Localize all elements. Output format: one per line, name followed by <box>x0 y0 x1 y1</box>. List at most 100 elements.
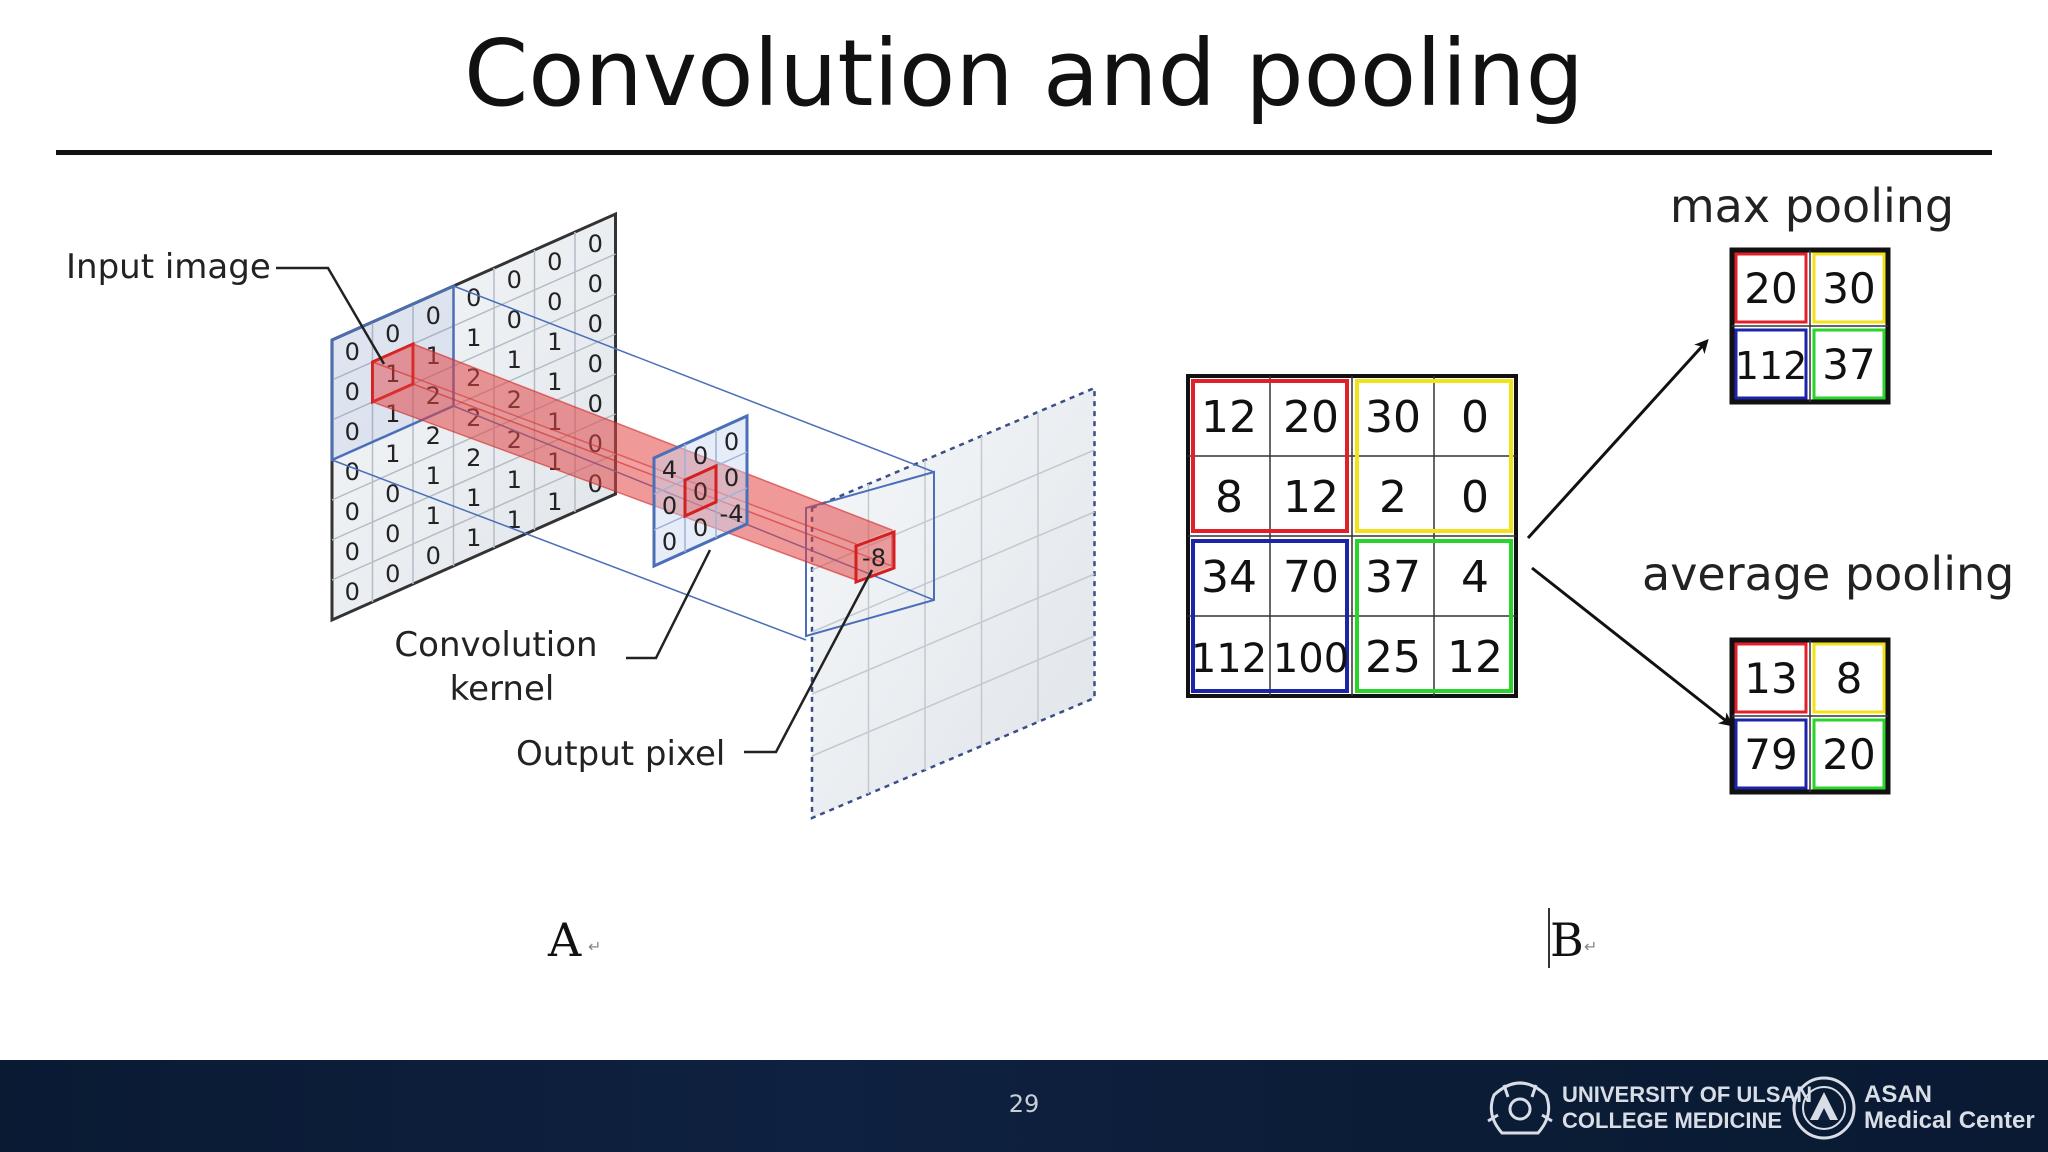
input-cell-value: 1 <box>426 342 441 370</box>
pooling-cell-value: 12 <box>1447 632 1503 683</box>
output-plane-border <box>810 386 1096 820</box>
result-cell-outline <box>1812 252 1886 324</box>
pooling-cell-value: 12 <box>1201 392 1257 443</box>
slide-title: Convolution and pooling <box>463 20 1585 127</box>
kernel-leader <box>626 549 712 660</box>
university-line1: UNIVERSITY OF ULSAN <box>1562 1082 1813 1107</box>
result-cell-value: 112 <box>1735 344 1808 388</box>
pooling-quadrant-top-left <box>1191 379 1349 533</box>
input-cell-value: 1 <box>426 502 441 530</box>
input-cell-value: 1 <box>385 400 400 428</box>
pooling-cell-value: 112 <box>1191 636 1267 682</box>
input-cell-value: 0 <box>588 270 603 298</box>
pooling-quadrant-bottom-left <box>1191 539 1349 693</box>
input-cell-value: 2 <box>507 386 522 414</box>
page-number: 29 <box>1008 1090 1040 1118</box>
input-cell-value: 0 <box>345 578 360 606</box>
projection-line <box>453 405 935 601</box>
input-cell-value: 0 <box>345 418 360 446</box>
panel-a-convolution: 0000000011100001221100122210001221000111… <box>66 211 1096 967</box>
average-pooling-label: average pooling <box>1642 547 2014 601</box>
university-logo-text: UNIVERSITY OF ULSAN COLLEGE MEDICINE <box>1562 1082 1812 1134</box>
input-cell-value: 1 <box>507 466 522 494</box>
output-grid-line <box>811 449 1095 571</box>
pooling-cell-value: 8 <box>1215 472 1243 523</box>
output-feature-map <box>810 386 1096 820</box>
input-image-leader <box>276 266 386 365</box>
panel-a-label: A <box>547 913 582 967</box>
input-cell-value: 0 <box>426 302 441 330</box>
beam-bottom <box>372 384 892 580</box>
kernel-cell-value: 0 <box>724 464 739 492</box>
asan-logo-text: ASAN Medical Center <box>1864 1082 2035 1134</box>
input-cell-value: 0 <box>547 288 562 316</box>
asan-emblem-icon <box>1792 1076 1856 1140</box>
input-cell-value: 0 <box>466 284 481 312</box>
result-cell-value: 20 <box>1822 730 1875 779</box>
pooling-cell-value: 30 <box>1365 392 1421 443</box>
pooling-cell-value: 34 <box>1201 552 1257 603</box>
pooling-quadrant-top-right <box>1355 379 1513 533</box>
max-pooling-arrow <box>1526 339 1709 540</box>
result-cell-outline <box>1812 328 1886 400</box>
projection-lines <box>331 285 935 641</box>
input-cell-value: 0 <box>385 560 400 588</box>
input-grid-line <box>331 453 616 581</box>
output-pixel-value: -8 <box>862 544 886 572</box>
convolution-pooling-diagram: 0000000011100001221100122210001221000111… <box>66 179 2014 968</box>
input-cell-value: 2 <box>466 444 481 472</box>
kernel-cell-value: 0 <box>693 442 708 470</box>
input-cell-value: 0 <box>507 266 522 294</box>
result-cell-value: 79 <box>1744 730 1797 779</box>
input-cell-value: 0 <box>345 498 360 526</box>
input-cell-value: 2 <box>466 364 481 392</box>
result-cell-outline <box>1734 328 1808 400</box>
kernel-label-line2: kernel <box>450 669 555 709</box>
result-cell-outline <box>1812 718 1886 790</box>
output-pixel-leader <box>744 569 874 754</box>
input-image-label: Input image <box>66 247 271 287</box>
pooling-cell-value: 100 <box>1273 636 1349 682</box>
receptive-field-beam <box>371 342 893 582</box>
output-pixel-cell <box>854 529 896 585</box>
input-cell-value: 0 <box>507 306 522 334</box>
kernel-cell-value: 0 <box>693 514 708 542</box>
kernel-cell-value: 0 <box>693 478 708 506</box>
beam-side <box>412 342 893 568</box>
panel-a-label-mark: ↵ <box>588 937 601 956</box>
panel-b-label-mark: ↵ <box>1584 937 1597 956</box>
result-cell-outline <box>1734 252 1808 324</box>
result-cell-value: 8 <box>1836 654 1863 703</box>
input-cell-value: 0 <box>345 338 360 366</box>
input-cell-value: 0 <box>345 538 360 566</box>
title-divider <box>56 150 1992 155</box>
input-cell-value: 0 <box>588 230 603 258</box>
kernel-center-cell <box>683 463 718 519</box>
output-grid-line <box>811 573 1095 695</box>
pooling-cell-value: 0 <box>1461 392 1489 443</box>
input-cell-value: 1 <box>547 328 562 356</box>
input-cell-value: 2 <box>507 426 522 454</box>
kernel-cell-value: 0 <box>724 428 739 456</box>
input-cell-value: 0 <box>547 248 562 276</box>
kernel-cell-value: 0 <box>662 492 677 520</box>
max-pooling-label: max pooling <box>1670 179 1954 233</box>
asan-line1: ASAN <box>1864 1081 1933 1108</box>
input-cell-value: 0 <box>426 542 441 570</box>
input-cell-value: 1 <box>466 484 481 512</box>
output-grid-line <box>811 511 1095 633</box>
result-cell-value: 20 <box>1744 264 1797 313</box>
result-cell-outline <box>1812 642 1886 714</box>
input-cell-value: 2 <box>426 422 441 450</box>
input-cell-value: 1 <box>547 488 562 516</box>
result-cell-value: 37 <box>1822 340 1875 389</box>
input-cell-value: 2 <box>426 382 441 410</box>
input-cell-value: 0 <box>588 390 603 418</box>
pooling-cell-value: 20 <box>1283 392 1339 443</box>
output-pixel-label: Output pixel <box>516 734 725 774</box>
input-plane-border <box>330 211 617 623</box>
projection-frame <box>805 470 935 638</box>
